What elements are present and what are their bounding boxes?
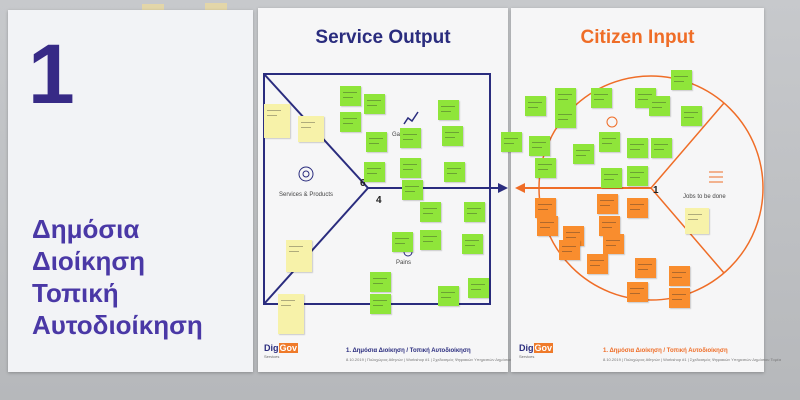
sticky-note [627, 282, 648, 302]
label-gains: Gains [392, 132, 408, 138]
sticky-note [340, 112, 361, 132]
sticky-note [535, 198, 556, 218]
sticky-note [420, 202, 441, 222]
sector-line-4: Αυτοδιοίκηση [32, 310, 203, 340]
smiley-icon [606, 116, 618, 128]
sticky-note [525, 96, 546, 116]
sticky-note [651, 138, 672, 158]
sticky-note [529, 136, 550, 156]
sticky-note [591, 88, 612, 108]
poster-citizen-input: Citizen Input Jobs to be done 1 DigGov S… [501, 8, 781, 372]
sector-line-2: Διοίκηση [32, 246, 146, 276]
sticky-note [464, 202, 485, 222]
sticky-note [501, 132, 522, 152]
sticky-note [669, 288, 690, 308]
sticky-note [587, 254, 608, 274]
step-number-1: 1 [653, 185, 659, 196]
footer-title: 1. Δημόσια Διοίκηση / Τοπική Αυτοδιοίκησ… [346, 348, 471, 354]
logo-dig: Dig [519, 343, 534, 353]
label-services-products: Services & Products [279, 192, 334, 198]
logo-gov: Gov [278, 343, 299, 353]
sticky-note [278, 294, 304, 334]
sticky-note [370, 272, 391, 292]
sticky-note [627, 198, 648, 218]
services-icon [298, 166, 314, 182]
poster-sector-title: 1 Δημόσια Διοίκηση Τοπική Αυτοδιοίκηση [8, 10, 253, 372]
sticky-note [537, 216, 558, 236]
sticky-note [535, 158, 556, 178]
citizen-input-canvas [515, 75, 764, 301]
sticky-note [340, 86, 361, 106]
sticky-note [671, 70, 692, 90]
sticky-note [366, 132, 387, 152]
sticky-note [420, 230, 441, 250]
sticky-note [603, 234, 624, 254]
sticky-note [559, 240, 580, 260]
gains-chart-icon [403, 111, 419, 125]
poster-number: 1 [28, 27, 75, 121]
sticky-note [555, 108, 576, 128]
sticky-note [599, 132, 620, 152]
sticky-note [681, 106, 702, 126]
checklist-icon [709, 171, 723, 183]
step-number-6: 6 [360, 178, 366, 189]
sticky-note [573, 144, 594, 164]
sticky-note [597, 194, 618, 214]
sticky-note [286, 240, 312, 272]
sticky-note [400, 158, 421, 178]
sticky-note [438, 286, 459, 306]
poster-service-output: Service Output Services & Products Gains… [258, 8, 524, 372]
sticky-note [462, 234, 483, 254]
sticky-note [298, 116, 324, 142]
sector-line-1: Δημόσια [32, 214, 140, 244]
step-number-4: 4 [376, 195, 382, 206]
footer-subtitle: 8.10.2019 | Πολυχώρος Αθηνών | Workshop … [603, 357, 782, 362]
sticky-note [370, 294, 391, 314]
sticky-note [599, 216, 620, 236]
poster-title: Service Output [315, 27, 451, 48]
sticky-note [669, 266, 690, 286]
sticky-note [400, 128, 421, 148]
sticky-note [685, 208, 709, 234]
sticky-note [627, 166, 648, 186]
sector-line-3: Τοπική [32, 278, 119, 308]
sticky-note [364, 162, 385, 182]
sticky-note [649, 96, 670, 116]
label-pains: Pains [396, 260, 412, 266]
logo-dig: Dig [264, 343, 279, 353]
diggov-logo: DigGov [519, 343, 554, 353]
sticky-note [438, 100, 459, 120]
sticky-note [402, 180, 423, 200]
logo-subtitle: Services [519, 354, 535, 359]
sticky-note [627, 138, 648, 158]
sticky-note [468, 278, 489, 298]
sticky-note [264, 104, 290, 138]
tape [142, 4, 164, 14]
footer-title: 1. Δημόσια Διοίκηση / Τοπική Αυτοδιοίκησ… [603, 348, 728, 354]
logo-gov: Gov [533, 343, 554, 353]
footer-subtitle: 8.10.2019 | Πολυχώρος Αθηνών | Workshop … [346, 357, 525, 362]
sticky-note [442, 126, 463, 146]
logo-subtitle: Services [264, 354, 280, 359]
tape [205, 3, 227, 13]
diggov-logo: DigGov [264, 343, 299, 353]
sticky-note [364, 94, 385, 114]
sticky-note [392, 232, 413, 252]
label-jobs-to-be-done: Jobs to be done [683, 194, 726, 200]
poster-title: Citizen Input [580, 27, 695, 48]
sticky-note [444, 162, 465, 182]
sticky-note [555, 88, 576, 108]
sticky-note [635, 258, 656, 278]
sticky-note [601, 168, 622, 188]
